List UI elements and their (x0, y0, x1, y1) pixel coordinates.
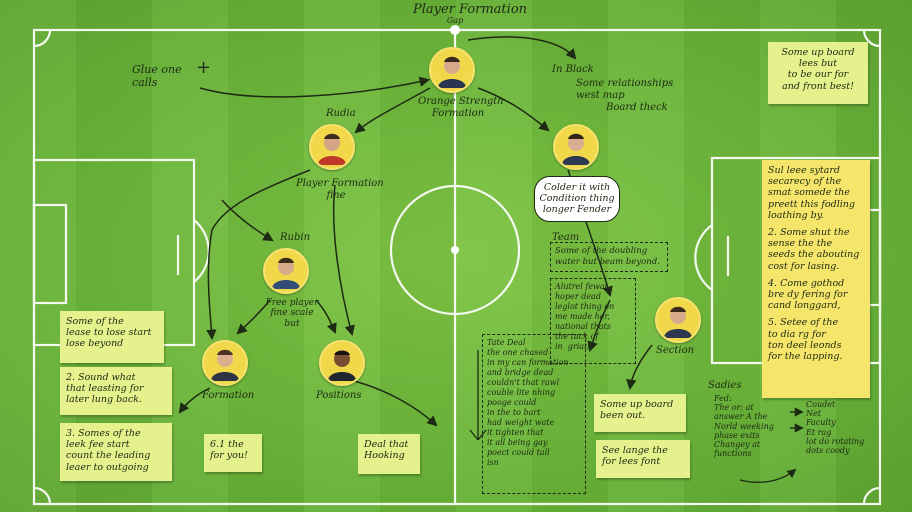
sticky-note-left-3: 3. Somes of the leek fee start count the… (60, 423, 172, 481)
arrow (354, 87, 431, 134)
arrow (206, 169, 311, 341)
plus-icon: + (196, 57, 212, 78)
arrow (587, 299, 611, 352)
player-token-left-top[interactable] (309, 124, 355, 170)
sticky-note-left-2: 2. Sound what that leasting for later lu… (60, 367, 172, 415)
player-token-right-top[interactable] (553, 124, 599, 170)
dashed-box-bottom: Tate Deal the one chased in my can forma… (482, 334, 586, 494)
notes-bottom-left-column: Fed: The or: at answer A the Norld weeki… (714, 394, 774, 459)
arrow (178, 387, 211, 414)
arrow (221, 199, 274, 242)
corner-arc (862, 29, 881, 48)
sticky-note-top-right: Some up board lees but to be our for and… (768, 42, 868, 104)
arrow (332, 184, 355, 337)
speech-bubble-text: Colder it with Condition thing longer Fe… (539, 182, 615, 216)
center-circle (389, 184, 521, 316)
title-subscript: Gap (446, 16, 464, 25)
sticky-note-mid-right: Some up board been out. (594, 394, 686, 432)
right-penalty-arc (694, 224, 713, 291)
player-token-bottom-center[interactable] (319, 340, 365, 386)
label-glue: Glue one calls (132, 63, 182, 89)
list-item: Sul leee sytard secarecy of the smat som… (768, 165, 855, 221)
player-portrait-icon (272, 257, 300, 289)
diagram-title: Player Formation (412, 2, 528, 17)
label-section: Section (656, 345, 695, 356)
arrow (626, 344, 653, 391)
arrow (315, 299, 337, 334)
player-portrait-icon (318, 133, 346, 165)
list-item: 4. Come gothod bre dy fering for cand lo… (768, 277, 848, 312)
sticky-note-bottom-left: 6.1 the for you! (204, 434, 262, 472)
left-goal-box (32, 203, 68, 305)
label-rubin: Rubin (280, 232, 311, 243)
player-portrait-icon (328, 350, 356, 381)
dashed-box-mid: Alutrel fewat hoper dead leglot thing on… (550, 278, 636, 364)
label-board: Board theck (606, 102, 668, 113)
arrow (467, 36, 577, 60)
player-portrait-icon (664, 306, 692, 338)
list-item: 5. Setee of the to dia rg for ton deel l… (768, 317, 843, 363)
list-item: 2. Some shut the sense the the seeds the… (768, 227, 860, 272)
corner-arc (862, 486, 881, 505)
sticky-note-right-list: Sul leee sytard secarecy of the smat som… (762, 160, 870, 398)
label-team: Team (552, 232, 580, 243)
player-portrait-icon (562, 133, 590, 165)
arrow (199, 76, 431, 98)
label-in-black: In Black (552, 64, 594, 75)
player-token-top[interactable] (429, 47, 475, 93)
arrow (349, 379, 438, 427)
label-rudia: Rudia (326, 108, 356, 119)
arrow (236, 299, 271, 335)
label-positions: Positions (316, 390, 362, 401)
player-portrait-icon (438, 56, 466, 88)
corner-arc (33, 29, 52, 48)
dashed-box-team: Some of the doubling water but beam beyo… (550, 242, 668, 272)
arrows (178, 36, 653, 427)
label-top-formation: Orange Strength Formation (418, 96, 504, 119)
sticky-note-left-1: Some of the lease to lose start lose bey… (60, 311, 164, 363)
sticky-note-low-right: See lange the for lees font (596, 440, 690, 478)
label-free-player: Free player fine scale but (265, 298, 319, 329)
speech-bubble: Colder it with Condition thing longer Fe… (534, 176, 620, 222)
center-spot (451, 246, 459, 254)
label-sadies: Sadies (708, 380, 742, 391)
label-relationships: Some relationships west map (576, 78, 674, 101)
player-token-bottom-left[interactable] (202, 340, 248, 386)
player-token-right[interactable] (655, 297, 701, 343)
corner-arc (33, 486, 52, 505)
label-formation: Formation (202, 390, 255, 401)
player-portrait-icon (211, 349, 239, 381)
arrow (477, 87, 550, 132)
left-penalty-arc (193, 219, 210, 283)
player-token-center[interactable] (263, 248, 309, 294)
sticky-note-bottom-center: Deal that Hooking (358, 434, 420, 474)
label-player-formation: Player Formation fine (296, 178, 384, 201)
notes-bottom-right-column: Coudet Net Faculty Et rag lot do rotatin… (806, 400, 865, 455)
